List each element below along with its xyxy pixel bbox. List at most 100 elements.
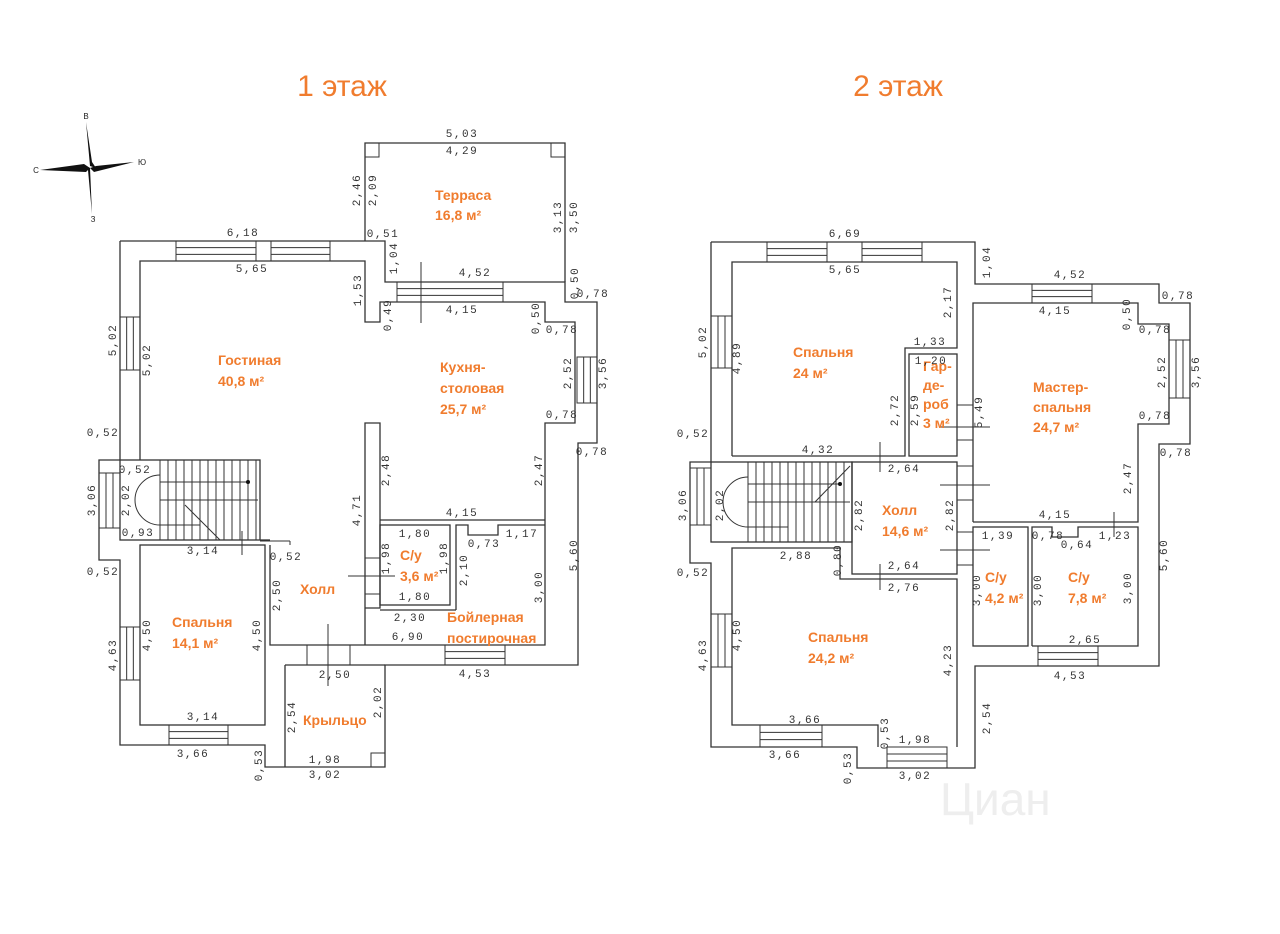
dimension-label: 3,14 <box>187 546 219 558</box>
dimension-label: 0,78 <box>576 447 608 459</box>
dimension-label: 3,66 <box>177 749 209 761</box>
dimension-label: 0,53 <box>843 752 855 784</box>
dimension-label: 1,80 <box>399 592 431 604</box>
window <box>444 644 506 666</box>
room-label: Крыльцо <box>303 712 367 728</box>
dimension-label: 3,02 <box>309 770 341 782</box>
dimension-label: 4,52 <box>459 268 491 280</box>
dimension-label: 4,23 <box>943 644 955 676</box>
window <box>396 281 504 303</box>
room-label-line: 24,7 м² <box>1033 419 1079 435</box>
dimension-label: 1,98 <box>309 755 341 767</box>
window <box>689 467 712 526</box>
dimension-label: 0,64 <box>1061 540 1093 552</box>
dimension-label: 2,64 <box>888 464 920 476</box>
dimension-label: 6,69 <box>829 229 861 241</box>
room-label-line: Терраса <box>435 187 491 203</box>
dimension-label: 2,52 <box>1157 356 1169 388</box>
room-label-line: Спальня <box>808 629 868 645</box>
dimension-label: 4,50 <box>142 619 154 651</box>
room-label-line: 24 м² <box>793 365 828 381</box>
dimension-label: 0,53 <box>880 717 892 749</box>
dimension-label: 4,63 <box>698 639 710 671</box>
dimension-label: 3,66 <box>769 750 801 762</box>
dimension-label: 1,33 <box>914 337 946 349</box>
room-label: С/у3,6 м² <box>400 547 439 584</box>
room-label-line: 4,2 м² <box>985 590 1024 606</box>
window <box>710 613 733 668</box>
compass-west-label: С <box>33 166 39 175</box>
room-label-line: 16,8 м² <box>435 207 481 223</box>
dimension-label: 0,78 <box>1162 291 1194 303</box>
dimension-label: 4,50 <box>732 619 744 651</box>
compass-rose-icon: В Ю С З <box>33 112 146 224</box>
dimension-label: 0,78 <box>1032 531 1064 543</box>
dimension-label: 3,56 <box>598 357 610 389</box>
room-label-line: С/у <box>985 569 1007 585</box>
floor1-title: 1 этаж <box>297 70 387 103</box>
dimension-label: 3,56 <box>1191 356 1203 388</box>
dimension-label: 0,50 <box>531 302 543 334</box>
dimension-label: 1,53 <box>353 274 365 306</box>
room-label: Терраса 16,8 м² <box>435 187 491 223</box>
dimension-label: 2,30 <box>394 613 426 625</box>
dimension-label: 4,15 <box>446 508 478 520</box>
room-label-line: Гостиная <box>218 352 281 368</box>
room-label-line: 25,7 м² <box>440 401 486 417</box>
compass-east-label: Ю <box>138 158 146 167</box>
window <box>710 315 733 369</box>
dimension-label: 0,73 <box>468 539 500 551</box>
dimension-label: 4,29 <box>446 146 478 158</box>
dimension-label: 2,47 <box>534 454 546 486</box>
dimension-label: 5,02 <box>108 324 120 356</box>
room-label-line: Гар- <box>923 358 952 374</box>
dimension-label: 2,54 <box>982 702 994 734</box>
room-label-line: 14,1 м² <box>172 635 218 651</box>
dimension-label: 2,50 <box>272 579 284 611</box>
dimension-label: 2,48 <box>381 454 393 486</box>
room-label-line: Спальня <box>793 344 853 360</box>
window <box>1168 339 1191 399</box>
dimension-label: 5,02 <box>698 326 710 358</box>
dimension-label: 0,52 <box>677 568 709 580</box>
floor1-staircase <box>134 460 258 541</box>
dimension-label: 0,78 <box>1160 448 1192 460</box>
floor2-walls <box>689 241 1191 769</box>
dimension-label: 0,52 <box>87 428 119 440</box>
dimension-label: 0,80 <box>833 544 845 576</box>
room-label-line: столовая <box>440 380 504 396</box>
dimension-label: 2,65 <box>1069 635 1101 647</box>
dimension-label: 6,90 <box>392 632 424 644</box>
dimension-label: 2,09 <box>368 174 380 206</box>
dimension-label: 6,18 <box>227 228 259 240</box>
room-label: С/у 4,2 м² <box>985 569 1024 606</box>
dimension-label: 2,64 <box>888 561 920 573</box>
dimension-label: 2,02 <box>373 686 385 718</box>
dimension-label: 3,00 <box>1033 574 1045 606</box>
dimension-label: 4,71 <box>352 494 364 526</box>
dimension-label: 2,50 <box>319 670 351 682</box>
room-label: Холл <box>300 581 335 597</box>
dimension-label: 3,06 <box>678 489 690 521</box>
dimension-label: 5,60 <box>1159 539 1171 571</box>
dimension-label: 5,60 <box>569 539 581 571</box>
room-label-line: постирочная <box>447 630 536 646</box>
dimension-label: 2,82 <box>945 499 957 531</box>
window <box>168 724 229 746</box>
dimension-label: 1,98 <box>899 735 931 747</box>
compass-south-label: З <box>91 215 96 224</box>
dimension-label: 0,52 <box>270 552 302 564</box>
room-label: Кухня-столовая 25,7 м² <box>440 359 504 417</box>
compass-north-label: В <box>83 112 88 121</box>
dimension-label: 4,32 <box>802 445 834 457</box>
dimension-label: 1,98 <box>381 542 393 574</box>
room-label-line: 24,2 м² <box>808 650 854 666</box>
dimension-label: 4,15 <box>1039 510 1071 522</box>
room-label-line: Кухня- <box>440 359 486 375</box>
dimension-label: 2,82 <box>854 499 866 531</box>
